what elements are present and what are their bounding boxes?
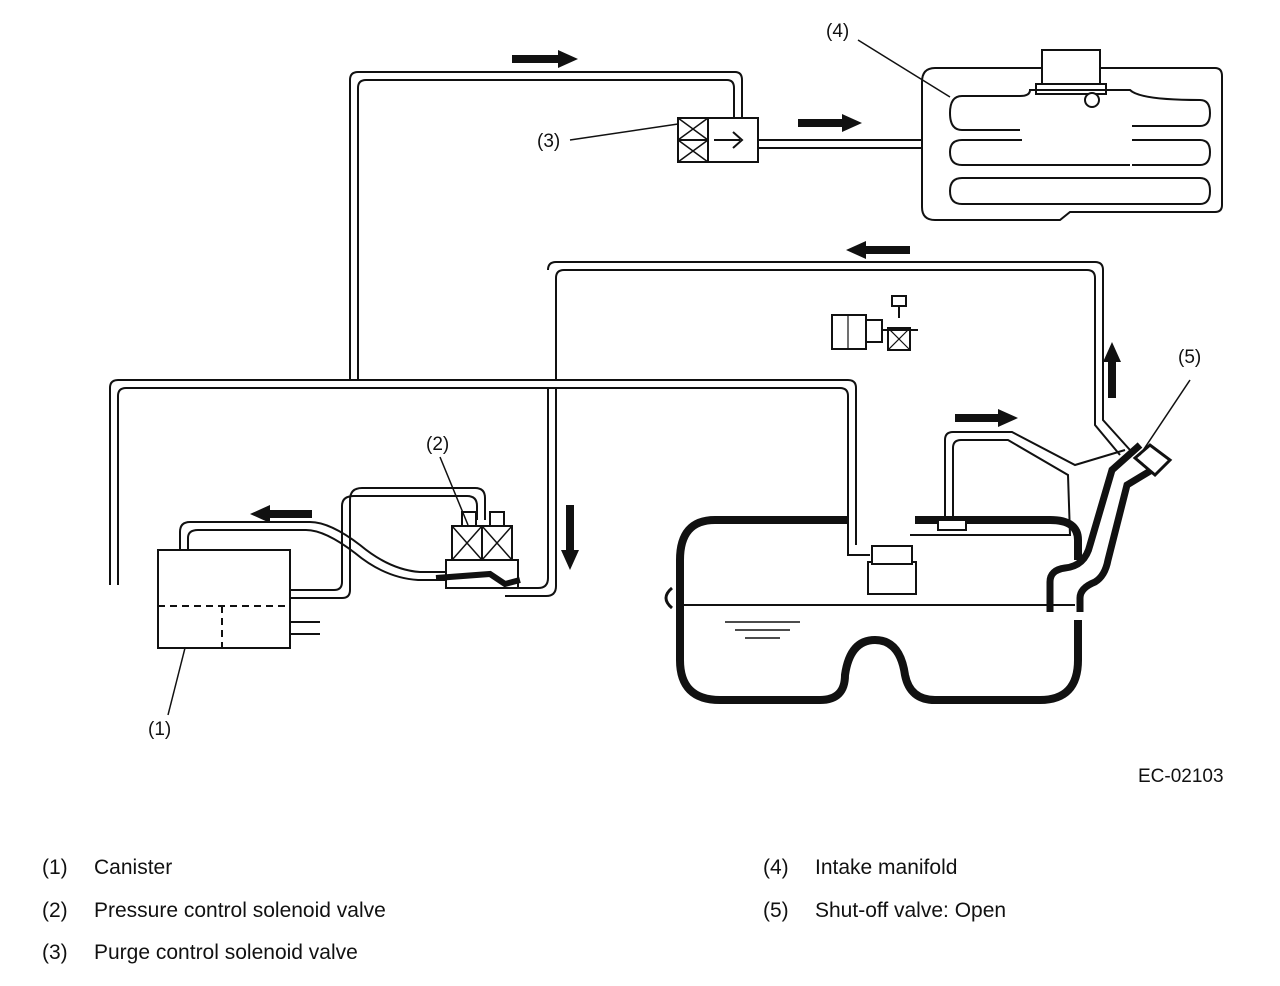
legend-label: Shut-off valve: Open [815,899,1007,922]
legend-number: (1) [42,856,68,879]
legend-number: (4) [763,856,789,879]
legend-item-pressure-control-valve: (2) Pressure control solenoid valve [42,899,386,923]
legend-number: (3) [42,941,68,964]
arrow-left-canister [250,505,312,523]
callout-shut-off-valve: (5) [1178,347,1202,368]
legend-label: Purge control solenoid valve [94,941,358,964]
intake-manifold [921,49,1223,221]
legend-number: (5) [763,899,789,922]
legend-item-intake-manifold: (4) Intake manifold [763,856,957,880]
evap-system-diagram [109,39,1223,716]
purge-line [349,71,743,380]
arrow-right-vent [955,409,1018,427]
fuel-tank-pressure-components [831,295,918,351]
canister-inlet-line [179,521,450,573]
filler-neck [1046,442,1173,612]
purge-control-valve [677,117,759,163]
legend-label: Intake manifold [815,856,958,879]
legend-label: Canister [94,856,173,879]
vapor-line [109,379,857,585]
callout-canister: (1) [148,719,172,740]
legend-item-purge-control-valve: (3) Purge control solenoid valve [42,941,358,965]
flow-arrows [250,50,1121,570]
canister [157,549,291,649]
figure-code: EC-02103 [1138,766,1224,787]
return-line [547,261,1131,451]
fuel-tank [664,516,1082,704]
legend-item-canister: (1) Canister [42,856,172,880]
arrow-up-filler [1103,342,1121,398]
legend-label: Pressure control solenoid valve [94,899,386,922]
arrow-right-top [512,50,578,68]
pressure-control-valve [435,511,521,589]
arrow-right-manifold [798,114,862,132]
callout-intake-manifold: (4) [826,21,850,42]
callout-purge-control-valve: (3) [537,131,561,152]
arrow-down-valve [561,505,579,570]
legend-item-shut-off-valve: (5) Shut-off valve: Open [763,899,1006,923]
legend-number: (2) [42,899,68,922]
callout-pressure-control-valve: (2) [426,434,450,455]
arrow-left-return [846,241,910,259]
